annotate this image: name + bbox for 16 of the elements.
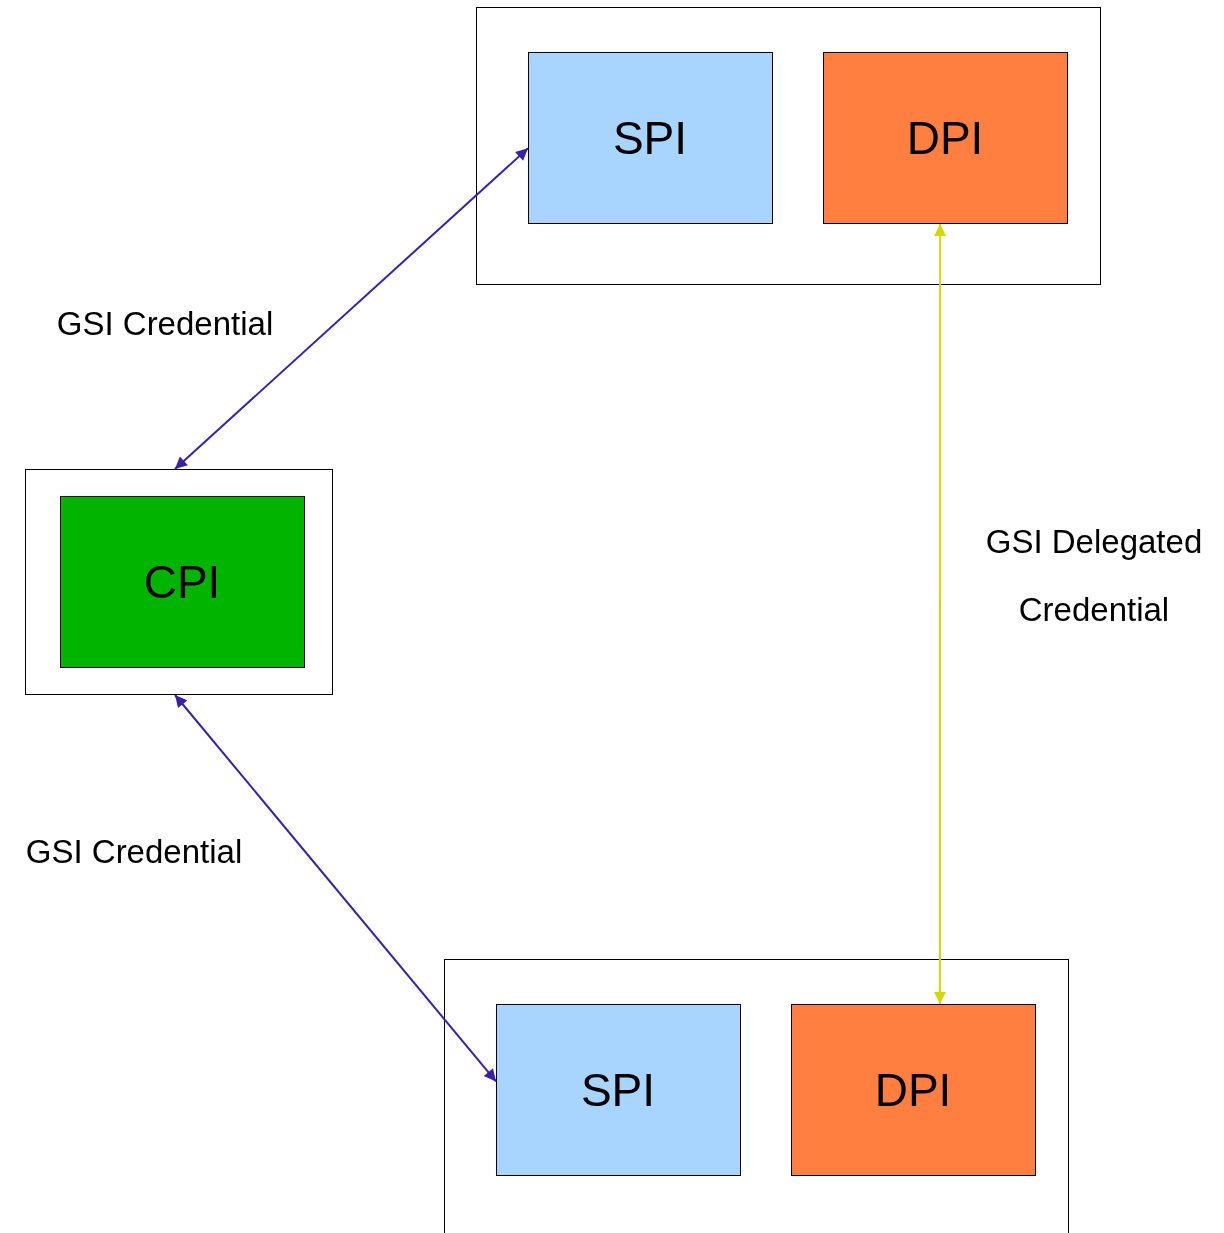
- double-arrow: [933, 223, 947, 1005]
- box-label: DPI: [906, 110, 984, 165]
- process-box: [59, 495, 305, 668]
- double-arrow: [174, 147, 529, 470]
- container-box: [444, 959, 1069, 1233]
- container-box: [25, 469, 333, 695]
- box-label: CPI: [143, 554, 221, 609]
- double-arrow: [174, 694, 497, 1083]
- process-box: [527, 51, 773, 224]
- container-box: [476, 7, 1101, 285]
- process-box: [495, 1003, 741, 1176]
- box-label: SPI: [580, 1062, 656, 1117]
- process-box: [790, 1003, 1036, 1176]
- box-label: SPI: [612, 110, 688, 165]
- box-label: DPI: [874, 1062, 952, 1117]
- process-box: [822, 51, 1068, 224]
